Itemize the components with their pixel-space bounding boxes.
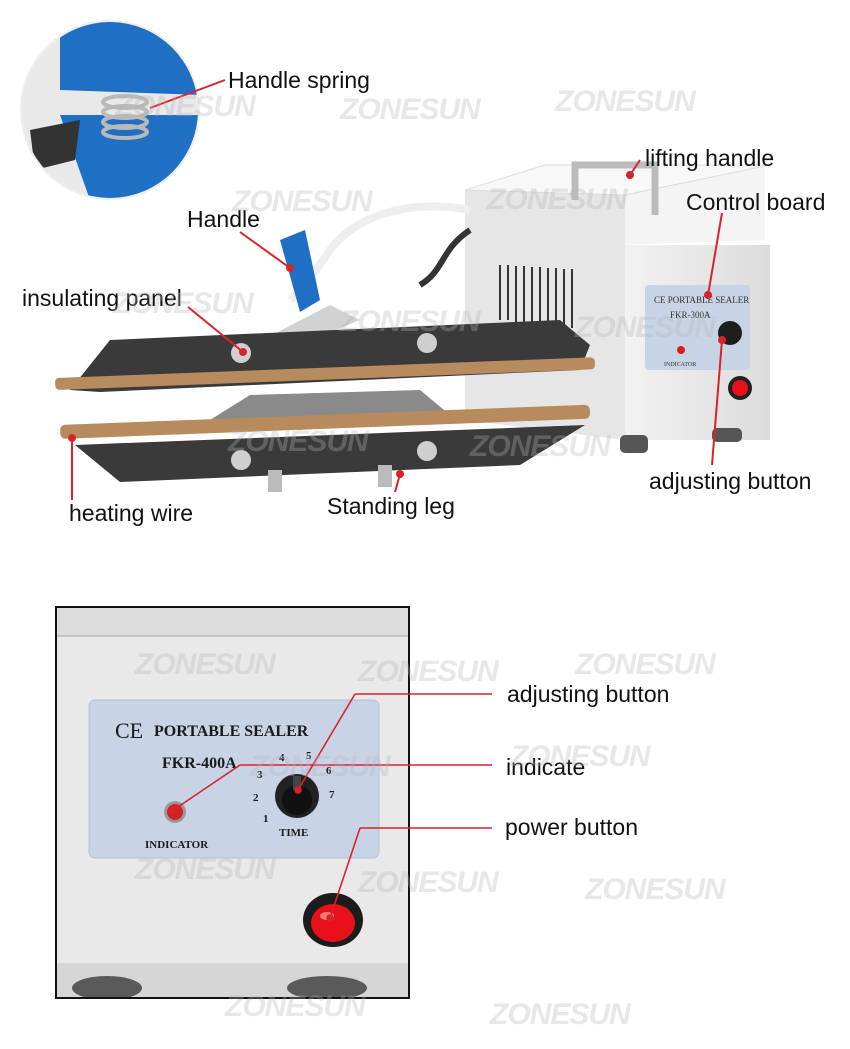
watermark: ZONESUN [358,866,499,899]
watermark: ZONESUN [575,648,716,681]
watermark: ZONESUN [232,185,373,218]
label-heating-wire: heating wire [69,500,194,526]
product-overview: CE PORTABLE SEALER FKR-300A INDICATOR [20,20,826,526]
watermark: ZONESUN [555,85,696,118]
watermark: ZONESUN [510,740,651,773]
sealer-illustration: CE PORTABLE SEALER FKR-300A INDICATOR [20,20,771,500]
top-callouts [68,79,726,500]
watermark: ZONESUN [135,648,276,681]
watermark: ZONESUN [358,655,499,688]
watermark: ZONESUN [135,853,276,886]
watermark: ZONESUN [115,90,256,123]
svg-text:4: 4 [279,752,285,764]
label-detail-indicate: indicate [506,754,586,780]
label-detail-adjusting-button: adjusting button [507,681,670,707]
control-box: CE PORTABLE SEALER FKR-300A INDICATOR [287,161,771,453]
label-detail-power-button: power button [505,814,638,840]
label-lifting-handle: lifting handle [645,145,775,171]
watermark: ZONESUN [340,93,481,126]
label-handle-spring: Handle spring [228,67,370,93]
watermark: ZONESUN [228,425,369,458]
svg-text:3: 3 [257,769,263,781]
svg-text:1: 1 [263,813,269,825]
watermark: ZONESUN [225,990,366,1023]
svg-text:7: 7 [329,789,335,801]
sealer-jaws [55,230,595,492]
watermark: ZONESUN [340,305,481,338]
svg-text:2: 2 [253,792,259,804]
svg-text:TIME: TIME [279,827,308,839]
watermark: ZONESUN [470,430,611,463]
svg-text:CE PORTABLE SEALER: CE PORTABLE SEALER [654,295,749,305]
label-control-board: Control board [686,189,826,215]
svg-text:INDICATOR: INDICATOR [664,362,696,368]
watermark: ZONESUN [585,873,726,906]
watermark: ZONESUN [490,998,631,1031]
svg-text:INDICATOR: INDICATOR [145,839,209,851]
watermark: ZONESUN [113,287,254,320]
watermark: ZONESUN [250,750,391,783]
svg-text:FKR-300A: FKR-300A [670,310,711,320]
watermark: ZONESUN [487,183,628,216]
svg-text:PORTABLE SEALER: PORTABLE SEALER [154,723,309,740]
label-adjusting-button: adjusting button [649,468,812,494]
svg-text:CE: CE [115,718,143,743]
label-standing-leg: Standing leg [327,493,455,519]
label-insulating-panel: insulating panel [22,285,182,311]
svg-text:FKR-400A: FKR-400A [162,755,237,772]
label-handle: Handle [187,206,260,232]
watermark: ZONESUN [575,311,716,344]
